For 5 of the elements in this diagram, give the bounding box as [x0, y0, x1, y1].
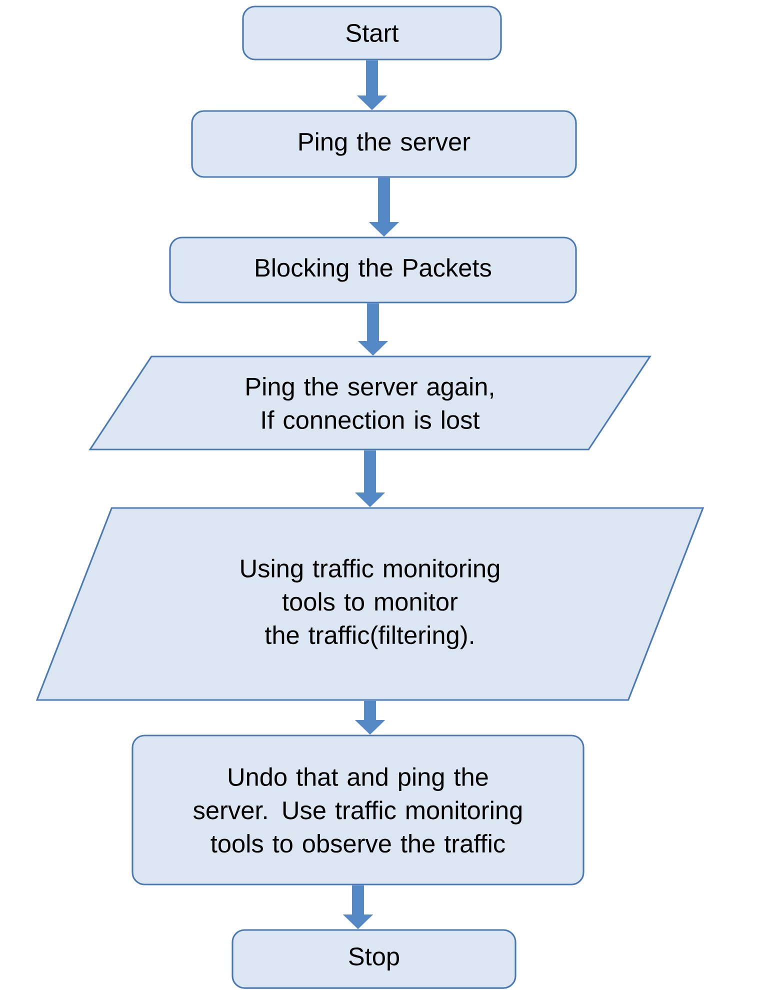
terminal-box: Start — [242, 6, 502, 60]
terminal-box: Stop — [232, 929, 516, 989]
process-box: Undo that and ping the server. Use traffic monitoring tools to observe the traffic — [132, 734, 584, 886]
process-box: Blocking the Packets — [169, 236, 577, 304]
process-box: Ping the server — [191, 110, 577, 178]
